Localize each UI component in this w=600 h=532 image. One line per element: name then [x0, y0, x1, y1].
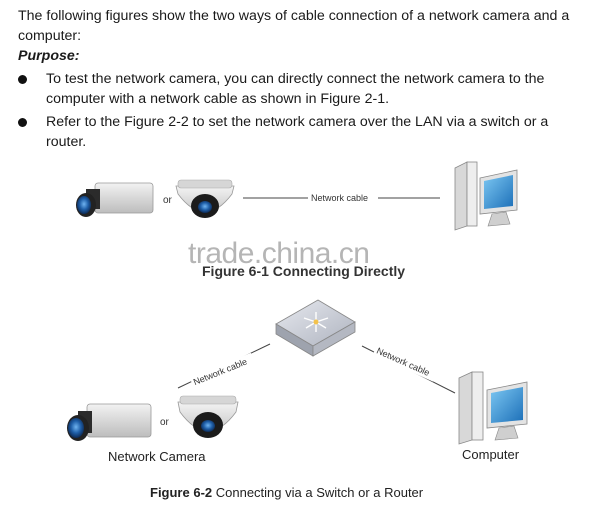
computer-icon: [454, 161, 518, 231]
box-camera-icon: [67, 403, 152, 441]
computer-icon: [458, 371, 528, 445]
network-camera-label: Network Camera: [108, 449, 206, 464]
bullet-dot-icon: [18, 118, 27, 127]
figure1-cable-label: Network cable: [311, 193, 368, 203]
figure1-caption: Figure 6-1 Connecting Directly: [202, 263, 406, 279]
bullet-item-2: Refer to the Figure 2-2 to set the netwo…: [18, 112, 588, 152]
figure2-left-cable-label: Network cable: [192, 356, 249, 387]
figure2-or-label: or: [160, 417, 170, 428]
figure2-right-cable-label: Network cable: [375, 346, 431, 378]
watermark-text: trade.china.cn: [188, 237, 370, 270]
box-camera-icon: [76, 182, 154, 217]
bullet-dot-icon: [18, 75, 27, 84]
figure2-caption: Figure 6-2 Connecting via a Switch or a …: [150, 485, 423, 500]
figure2-caption-number: Figure 6-2: [150, 485, 213, 500]
figure1-or-label: or: [163, 195, 173, 206]
switch-router-icon: [275, 299, 356, 357]
purpose-heading: Purpose:: [18, 48, 80, 64]
bullet-item-1: To test the network camera, you can dire…: [18, 69, 588, 109]
figure2-caption-text: Connecting via a Switch or a Router: [212, 485, 424, 500]
dome-camera-icon: [175, 179, 235, 218]
intro-paragraph: The following figures show the two ways …: [18, 8, 570, 44]
computer-label: Computer: [462, 447, 520, 462]
bullet-text-1: To test the network camera, you can dire…: [46, 71, 545, 107]
bullet-text-2: Refer to the Figure 2-2 to set the netwo…: [46, 114, 549, 150]
dome-camera-icon: [177, 395, 239, 438]
